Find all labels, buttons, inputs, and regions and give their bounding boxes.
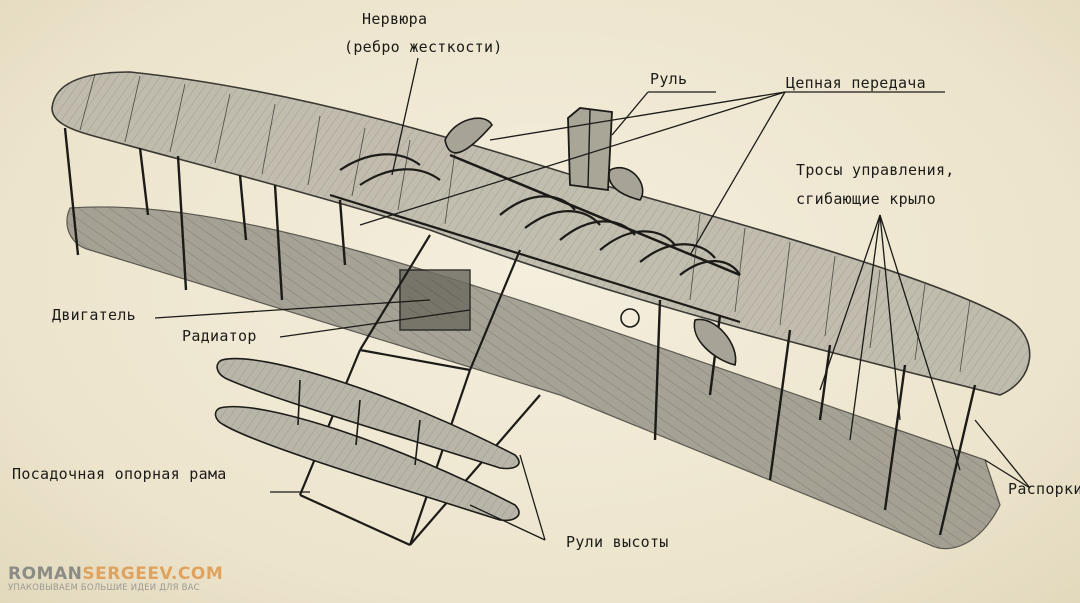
label-rudder: Руль bbox=[650, 70, 688, 88]
lower-wing bbox=[66, 206, 1001, 550]
watermark-brand-part1: ROMAN bbox=[8, 564, 83, 584]
label-chain-drive: Цепная передача bbox=[786, 74, 926, 92]
propellers bbox=[444, 117, 737, 366]
watermark-logo: ROMANSERGEEV.COM УПАКОВЫВАЕМ БОЛЬШИЕ ИДЕ… bbox=[8, 565, 223, 594]
struts bbox=[63, 127, 977, 536]
engine bbox=[399, 269, 640, 331]
upper-wing bbox=[51, 71, 1031, 396]
label-engine: Двигатель bbox=[52, 306, 136, 324]
elevators bbox=[214, 357, 520, 522]
label-strut: Распорки bbox=[1008, 480, 1080, 498]
watermark-tagline: УПАКОВЫВАЕМ БОЛЬШИЕ ИДЕИ ДЛЯ ВАС bbox=[8, 583, 200, 593]
landing-frame bbox=[298, 234, 541, 547]
label-control-cables-2: сгибающие крыло bbox=[796, 190, 936, 208]
label-rib-subtitle: (ребро жесткости) bbox=[344, 38, 503, 56]
rudder bbox=[567, 107, 613, 192]
label-rib: Нервюра bbox=[362, 10, 428, 28]
label-control-cables: Тросы управления, bbox=[796, 161, 955, 179]
label-radiator: Радиатор bbox=[182, 327, 257, 345]
watermark-brand-part2: SERGEEV.COM bbox=[82, 564, 224, 584]
label-landing-frame: Посадочная опорная рама bbox=[12, 465, 227, 483]
leader-lines bbox=[154, 57, 1031, 541]
label-elevators: Рули высоты bbox=[566, 533, 669, 551]
